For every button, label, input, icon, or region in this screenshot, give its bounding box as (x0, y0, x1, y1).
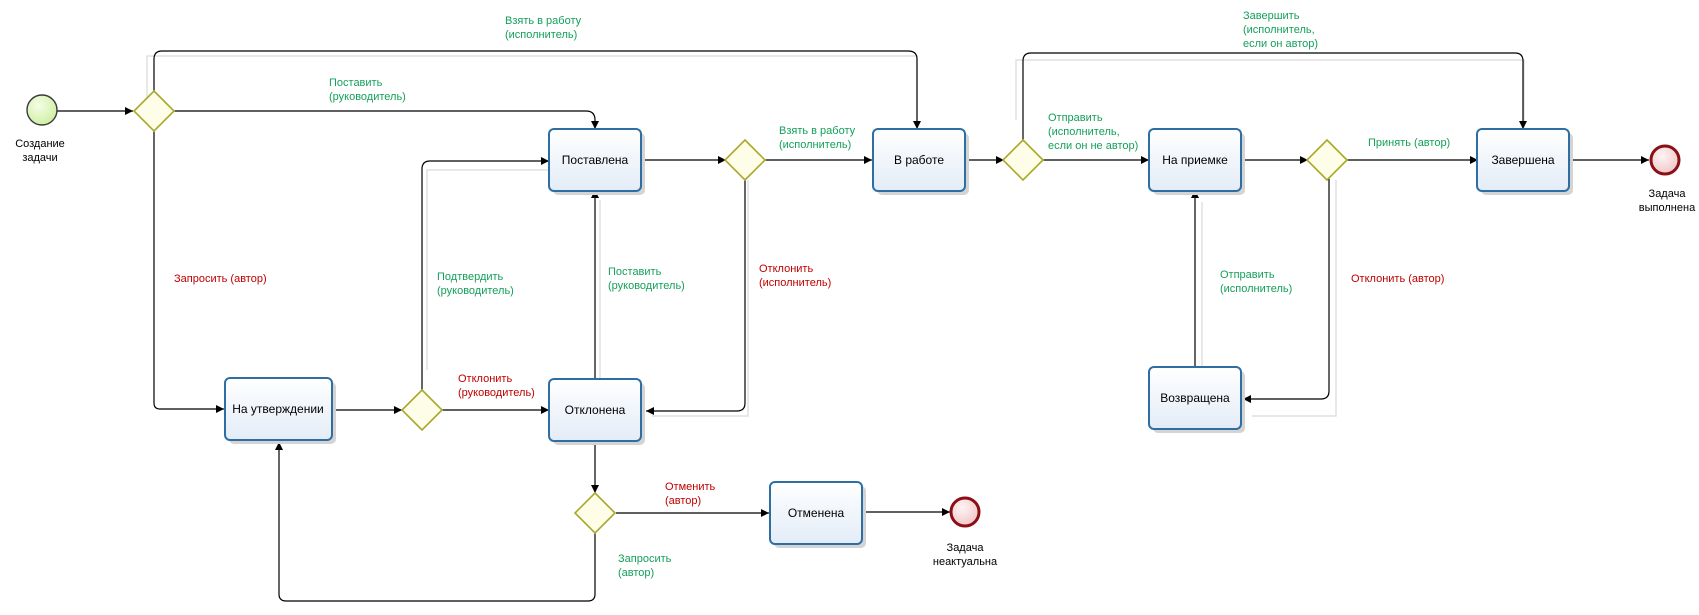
task-assigned[interactable]: Поставлена (548, 128, 645, 195)
end-obsolete-label-line-2: неактуальна (933, 556, 998, 568)
flow-reject-executor (646, 179, 746, 415)
connector-shadows (146, 55, 1525, 443)
task-rejected[interactable]: Отклонена (548, 378, 645, 445)
task-in-work[interactable]: В работе (872, 128, 969, 195)
label-assign-manager-line-1: Поставить (608, 266, 662, 278)
label-finish-top-line-1: Завершить (1243, 10, 1300, 22)
flow-confirm (421, 157, 549, 391)
gateway-approval-decision[interactable] (400, 388, 444, 432)
label-accept-author: Принять (автор) (1368, 137, 1450, 149)
task-approval-label: На утверждении (232, 402, 324, 416)
label-reject-executor-line-2: (исполнитель) (759, 277, 831, 289)
label-take-top-line-1: Взять в работу (505, 15, 582, 27)
task-returned-label: Возвращена (1160, 391, 1230, 405)
end-event-task-done: Задача выполнена (1639, 144, 1696, 214)
task-review[interactable]: На приемке (1148, 128, 1245, 195)
start-event-label-line-2: задачи (22, 152, 57, 164)
task-completed[interactable]: Завершена (1476, 128, 1573, 195)
gateway-inwork-decision[interactable] (1001, 138, 1045, 182)
label-assign-manager-line-2: (руководитель) (608, 280, 685, 292)
task-cancelled-label: Отменена (788, 506, 845, 520)
label-finish-top-line-3: если он автор) (1243, 38, 1318, 50)
label-reject-author: Отклонить (автор) (1351, 273, 1444, 285)
label-request-author-2-line-1: Запросить (618, 553, 672, 565)
flow-reject-author (1243, 179, 1330, 403)
flow-gw1-take-work (153, 50, 921, 129)
task-returned[interactable]: Возвращена (1148, 366, 1245, 433)
task-cancelled[interactable]: Отменена (769, 481, 866, 548)
gateway-rejected-decision[interactable] (573, 491, 617, 535)
label-confirm-manager-line-1: Подтвердить (437, 271, 504, 283)
label-request-author-2-line-2: (автор) (618, 567, 654, 579)
end-done-label-line-1: Задача (1649, 188, 1687, 200)
label-cancel-author-line-1: Отменить (665, 481, 716, 493)
task-approval[interactable]: На утверждении (224, 377, 336, 444)
label-send-executor: Отправить (исполнитель) (1220, 269, 1292, 295)
gateway-assigned-decision[interactable] (723, 138, 767, 182)
label-reject-manager: Отклонить (руководитель) (458, 373, 535, 399)
label-send-not-author: Отправить (исполнитель, если он не автор… (1048, 112, 1138, 152)
sequence-flows (57, 50, 1649, 602)
label-assign-manager: Поставить (руководитель) (608, 266, 685, 292)
label-take-top: Взять в работу (исполнитель) (505, 15, 582, 41)
label-take-mid-line-2: (исполнитель) (779, 139, 851, 151)
flow-gw1-assign (174, 110, 599, 129)
label-send-not-author-line-3: если он не автор) (1048, 140, 1138, 152)
label-request-author-2: Запросить (автор) (618, 553, 672, 579)
flow-gw1-request (153, 131, 224, 413)
label-assign-top: Поставить (руководитель) (329, 77, 406, 103)
label-finish-top: Завершить (исполнитель, если он автор) (1243, 10, 1318, 50)
label-send-executor-line-1: Отправить (1220, 269, 1275, 281)
end-obsolete-label-line-1: Задача (947, 542, 985, 554)
flow-request-back (275, 442, 596, 602)
gateway-initial[interactable] (132, 89, 176, 133)
label-reject-manager-line-2: (руководитель) (458, 387, 535, 399)
flow-finish-top (1022, 52, 1527, 141)
label-confirm-manager-line-2: (руководитель) (437, 285, 514, 297)
flow-labels: Взять в работу (исполнитель) Поставить (… (174, 10, 1450, 579)
label-confirm-manager: Подтвердить (руководитель) (437, 271, 514, 297)
end-event-task-obsolete: Задача неактуальна (933, 496, 998, 568)
label-send-not-author-line-2: (исполнитель, (1048, 126, 1120, 138)
task-completed-label: Завершена (1491, 153, 1554, 167)
label-finish-top-line-2: (исполнитель, (1243, 24, 1315, 36)
gateways (132, 89, 1349, 535)
label-request-author: Запросить (автор) (174, 273, 267, 285)
label-reject-manager-line-1: Отклонить (458, 373, 512, 385)
task-in-work-label: В работе (894, 153, 944, 167)
label-assign-top-line-2: (руководитель) (329, 91, 406, 103)
task-assigned-label: Поставлена (562, 153, 629, 167)
label-take-mid-line-1: Взять в работу (779, 125, 856, 137)
label-send-executor-line-2: (исполнитель) (1220, 283, 1292, 295)
label-take-top-line-2: (исполнитель) (505, 29, 577, 41)
label-cancel-author-line-2: (автор) (665, 495, 701, 507)
label-reject-executor: Отклонить (исполнитель) (759, 263, 831, 289)
start-event-label-line-1: Создание (15, 138, 65, 150)
task-review-label: На приемке (1162, 153, 1228, 167)
label-reject-executor-line-1: Отклонить (759, 263, 813, 275)
start-event-task-created: Создание задачи (15, 94, 65, 164)
label-take-mid: Взять в работу (исполнитель) (779, 125, 856, 151)
gateway-review-decision[interactable] (1305, 138, 1349, 182)
label-send-not-author-line-1: Отправить (1048, 112, 1103, 124)
end-done-label-line-2: выполнена (1639, 202, 1696, 214)
label-cancel-author: Отменить (автор) (665, 481, 716, 507)
label-assign-top-line-1: Поставить (329, 77, 383, 89)
task-rejected-label: Отклонена (565, 403, 626, 417)
